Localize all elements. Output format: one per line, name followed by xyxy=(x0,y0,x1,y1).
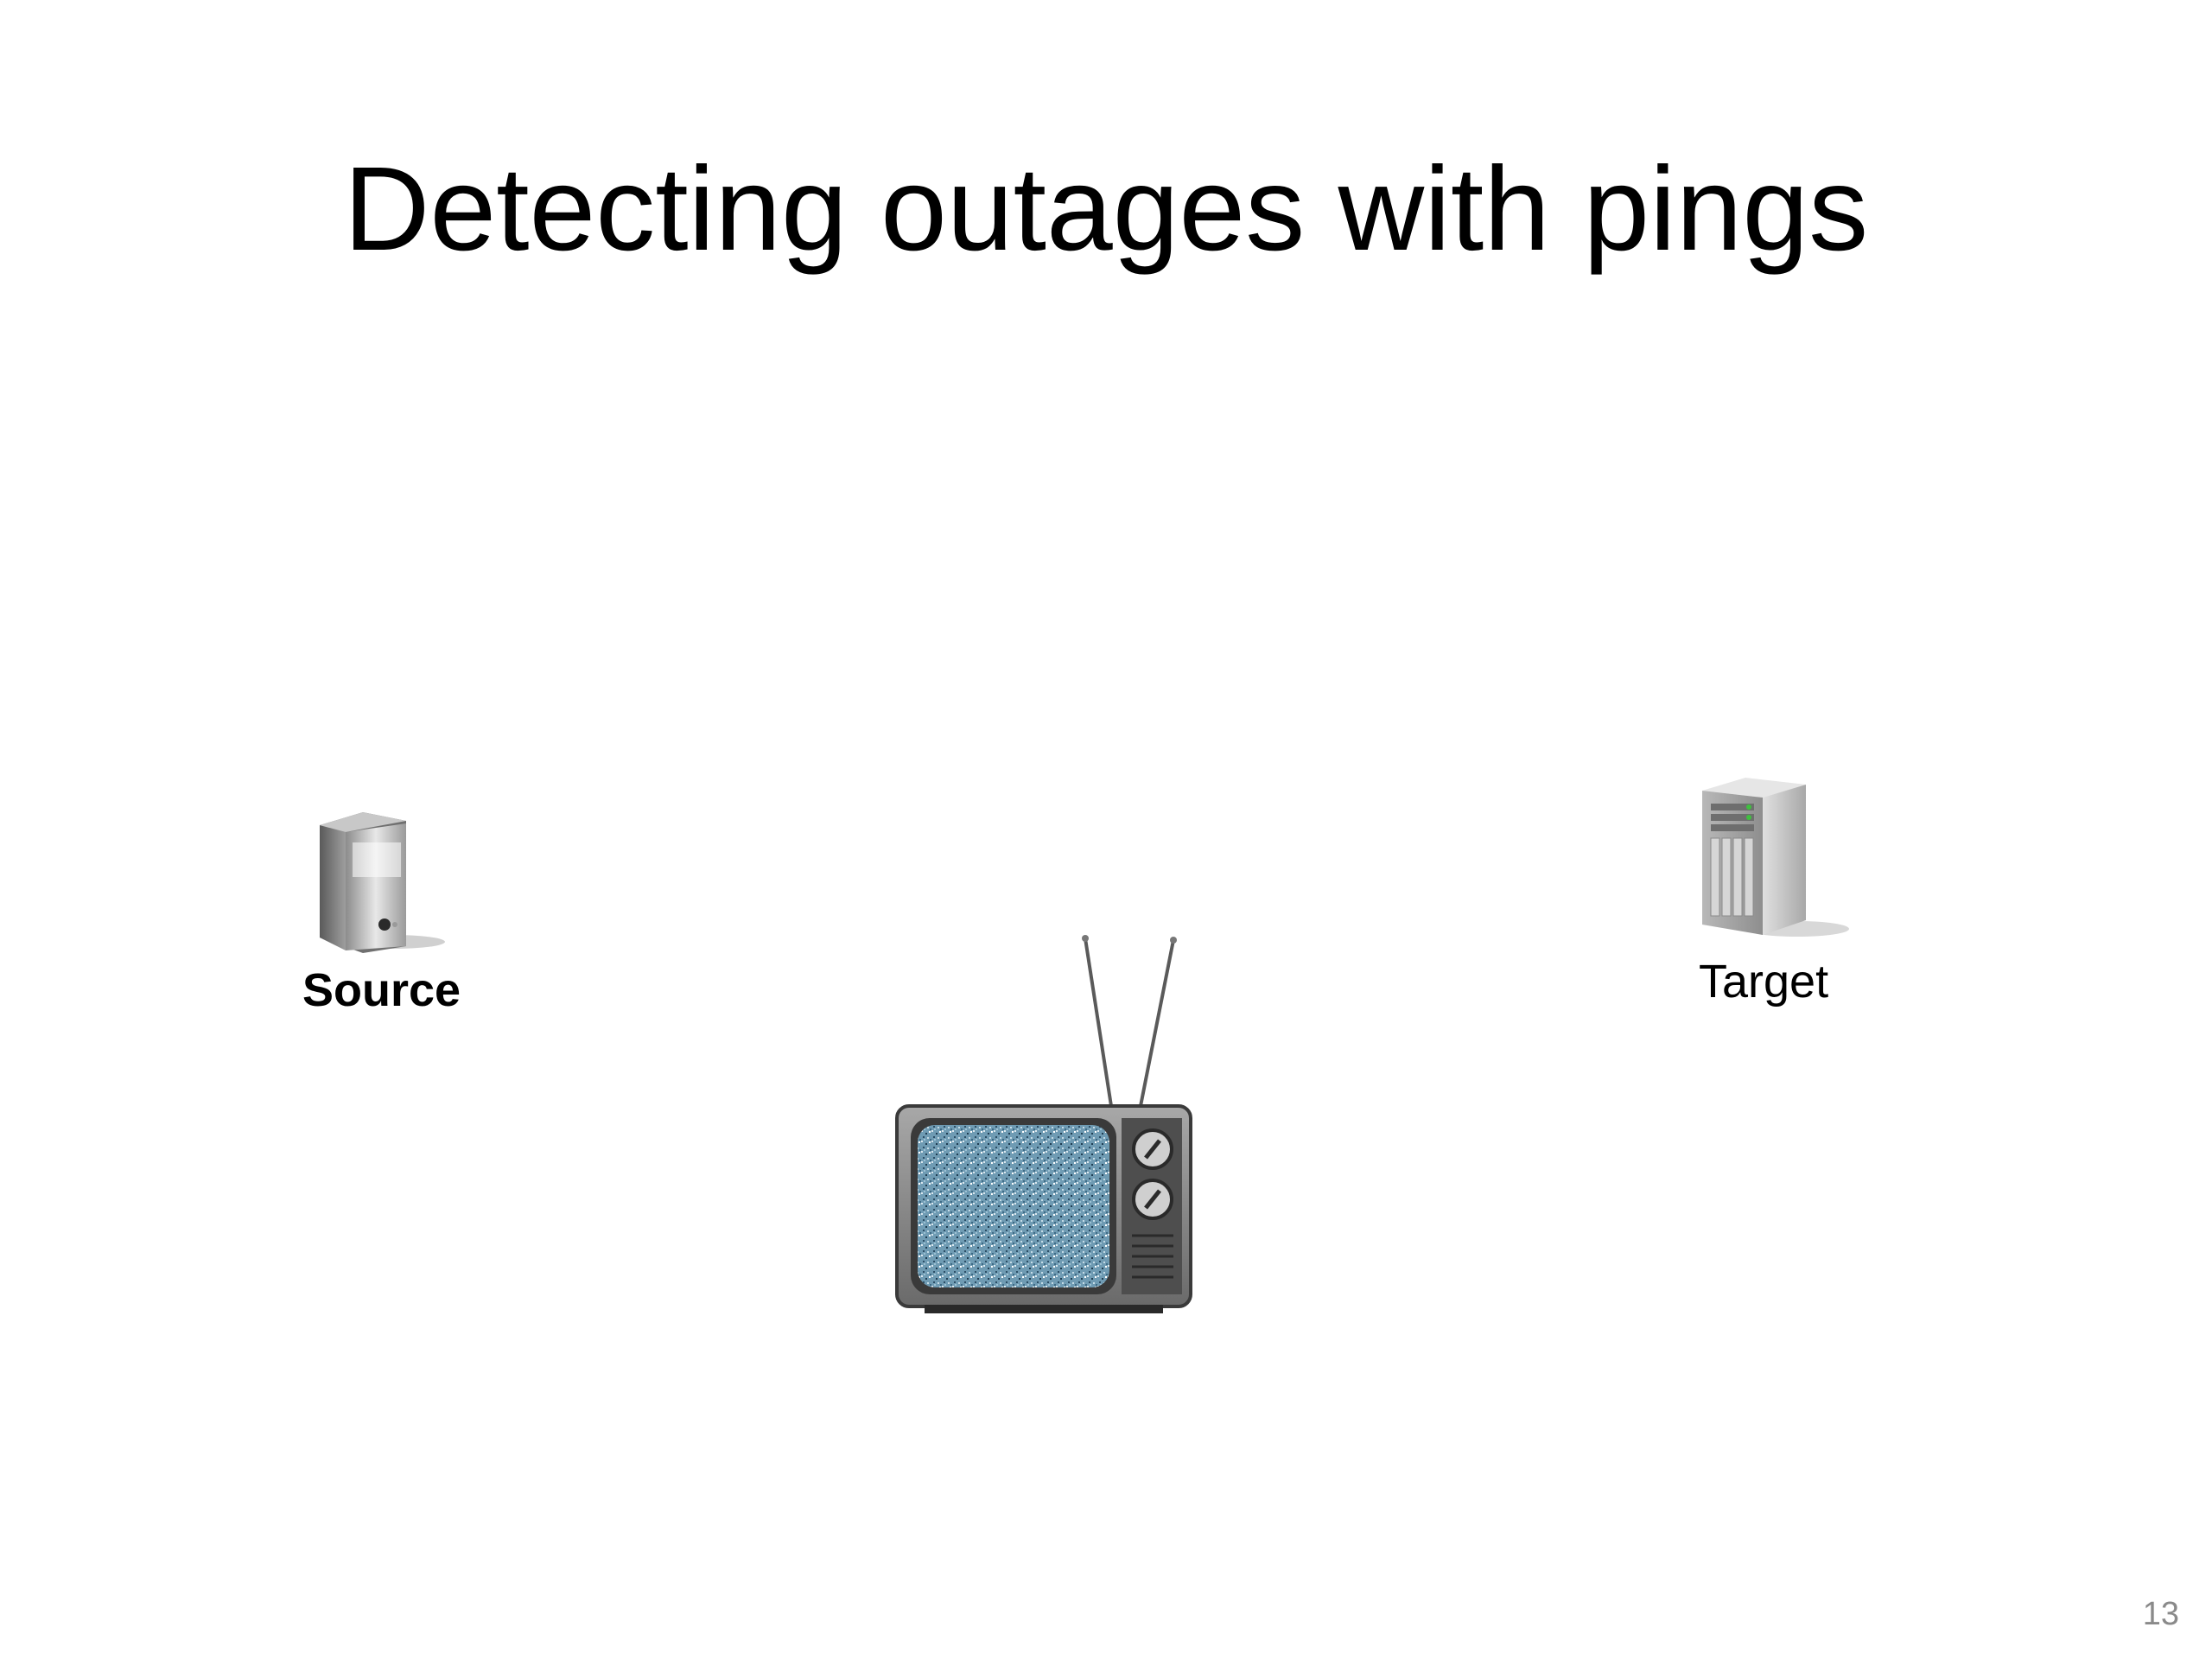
desktop-computer-icon xyxy=(320,812,445,953)
page-number: 13 xyxy=(2142,1596,2179,1632)
source-label: Source xyxy=(302,964,461,1016)
slide-title: Detecting outages with pings xyxy=(343,143,1869,276)
television-static-icon xyxy=(895,935,1192,1313)
server-tower-icon xyxy=(1702,778,1849,937)
target-label: Target xyxy=(1699,956,1829,1007)
